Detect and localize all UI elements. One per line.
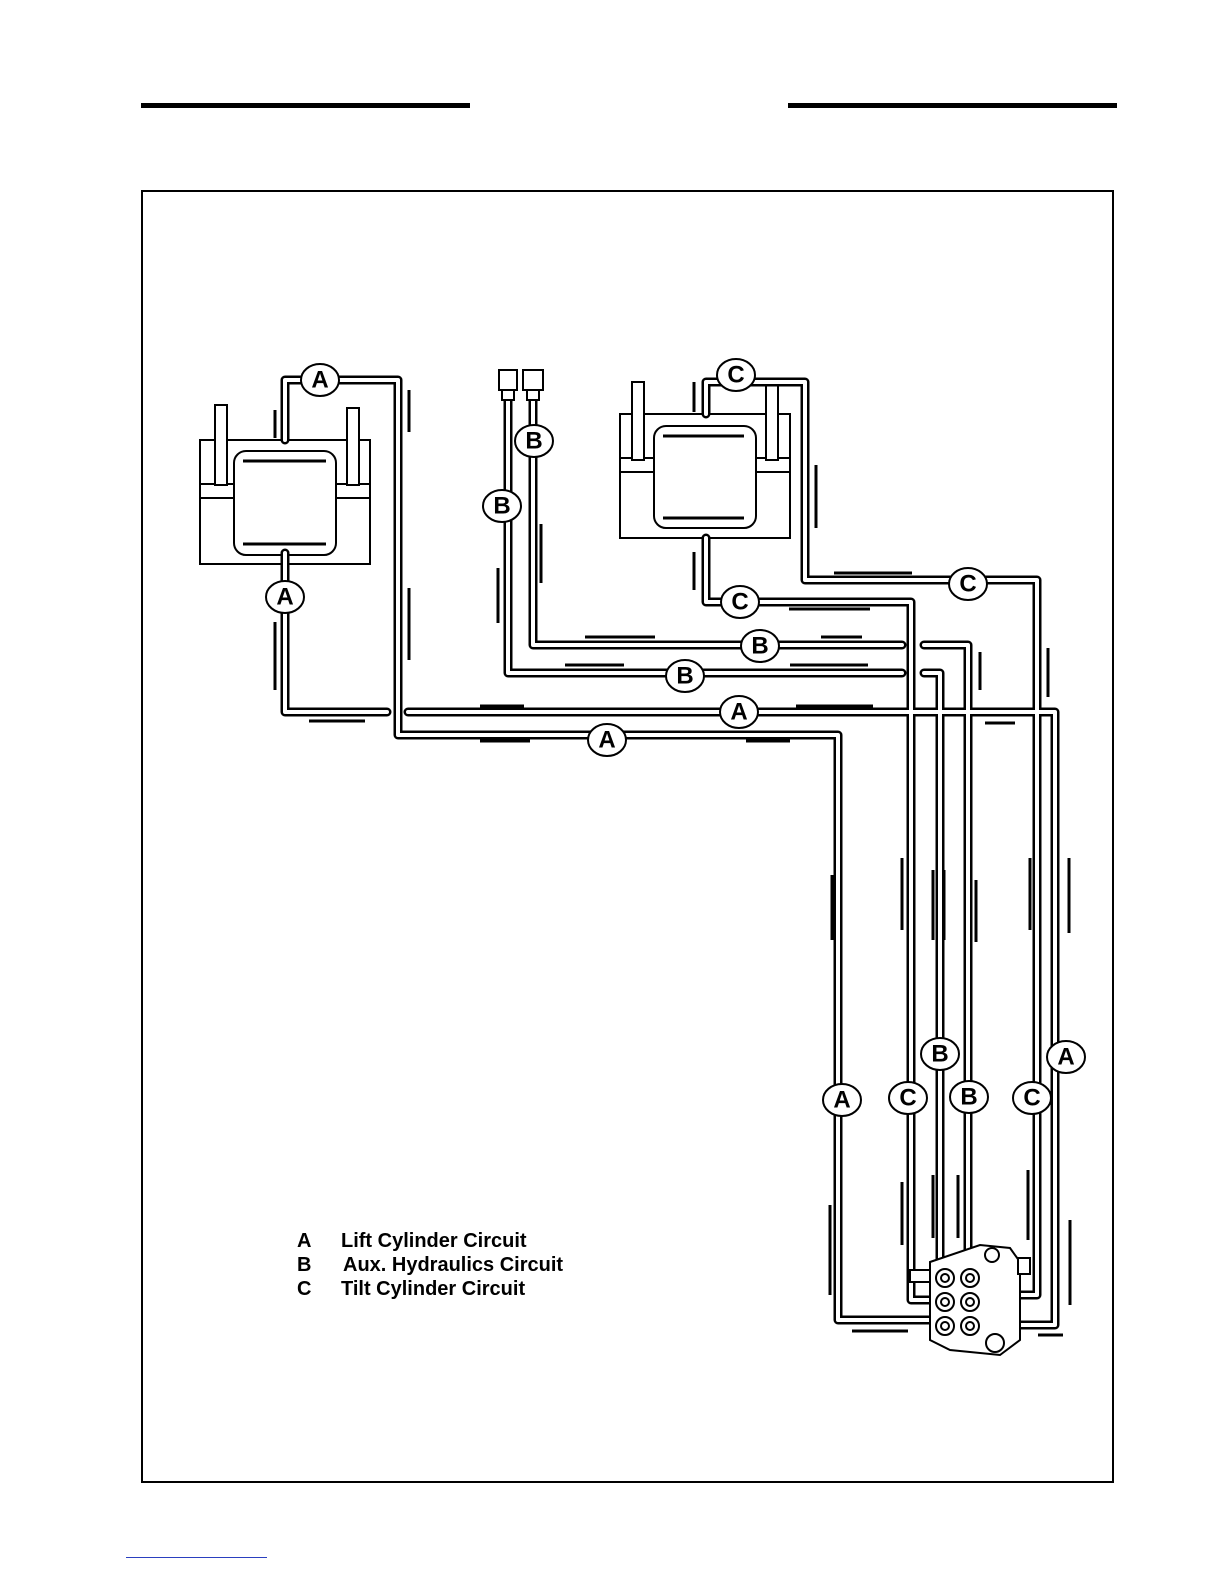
legend-text: Lift Cylinder Circuit	[341, 1229, 527, 1253]
bubble-aux-vertical-lower: B	[950, 1081, 988, 1113]
legend-text: Aux. Hydraulics Circuit	[343, 1253, 563, 1277]
bubble-aux-coupler-right: B	[515, 425, 553, 457]
svg-text:B: B	[493, 493, 510, 520]
svg-text:C: C	[727, 362, 744, 389]
bubble-aux-vertical-upper: B	[921, 1038, 959, 1070]
bubble-tilt-cylinder-top: C	[717, 359, 755, 391]
svg-text:C: C	[1023, 1085, 1040, 1112]
bubble-aux-horizontal-upper: B	[741, 630, 779, 662]
aux-quick-couplers	[499, 370, 543, 400]
legend-row-aux: B Aux. Hydraulics Circuit	[297, 1253, 563, 1277]
svg-text:A: A	[598, 727, 615, 754]
footer-link-underline	[126, 1557, 267, 1558]
svg-text:B: B	[931, 1041, 948, 1068]
bubble-lift-vertical-right: A	[1047, 1041, 1085, 1073]
legend-text: Tilt Cylinder Circuit	[341, 1277, 525, 1301]
circuit-legend: A Lift Cylinder Circuit B Aux. Hydraulic…	[297, 1229, 563, 1301]
svg-text:A: A	[833, 1087, 850, 1114]
bubble-tilt-horizontal: C	[949, 568, 987, 600]
svg-text:A: A	[276, 584, 293, 611]
bubble-aux-horizontal-lower: B	[666, 660, 704, 692]
flow-arrows	[243, 382, 1070, 1335]
bubble-lift-vertical-left: A	[823, 1084, 861, 1116]
bubble-lift-cylinder-top: A	[301, 364, 339, 396]
legend-key: A	[297, 1229, 341, 1253]
svg-text:C: C	[899, 1085, 916, 1112]
legend-row-lift: A Lift Cylinder Circuit	[297, 1229, 563, 1253]
svg-text:B: B	[751, 633, 768, 660]
svg-text:A: A	[730, 699, 747, 726]
svg-text:A: A	[1057, 1044, 1074, 1071]
svg-text:C: C	[959, 571, 976, 598]
legend-key: C	[297, 1277, 341, 1301]
svg-text:B: B	[676, 663, 693, 690]
bubble-lift-horizontal-lower: A	[588, 724, 626, 756]
bubble-tilt-vertical-left: C	[889, 1082, 927, 1114]
legend-key: B	[297, 1253, 343, 1277]
svg-text:B: B	[960, 1084, 977, 1111]
bubble-lift-cylinder-bottom: A	[266, 581, 304, 613]
svg-text:B: B	[525, 428, 542, 455]
bubble-tilt-vertical-right: C	[1013, 1082, 1051, 1114]
bubble-aux-coupler-left: B	[483, 490, 521, 522]
svg-text:C: C	[731, 589, 748, 616]
legend-row-tilt: C Tilt Cylinder Circuit	[297, 1277, 563, 1301]
svg-text:A: A	[311, 367, 328, 394]
bubble-lift-horizontal-upper: A	[720, 696, 758, 728]
bubble-tilt-cylinder-bottom: C	[721, 586, 759, 618]
